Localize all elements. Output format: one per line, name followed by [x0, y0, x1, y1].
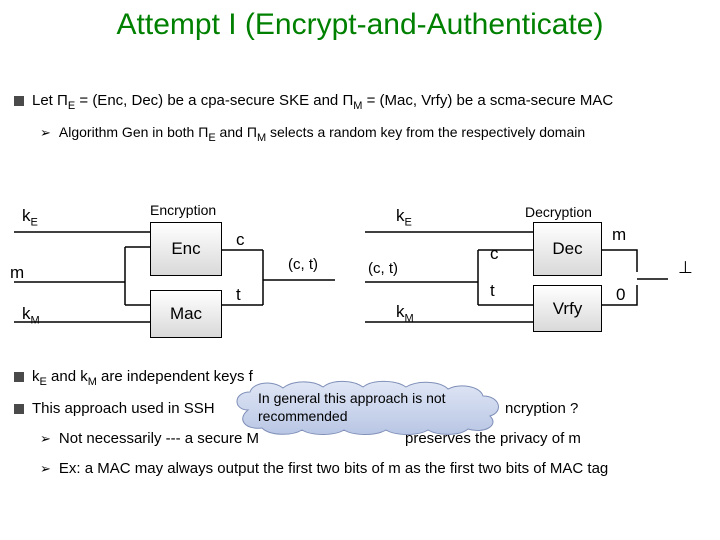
- bullet-ssh-right: ncryption ?: [505, 400, 579, 417]
- bullet-let-pi: Let ΠE = (Enc, Dec) be a cpa-secure SKE …: [14, 92, 613, 112]
- c-right-label: c: [490, 244, 499, 263]
- bullet-square-icon: [14, 372, 24, 382]
- encryption-label: Encryption: [150, 202, 217, 218]
- enc-box: Enc: [150, 222, 222, 276]
- callout-cloud: [236, 380, 499, 435]
- ct-left-label: (c, t): [288, 256, 318, 273]
- bullet-not-necessarily-left: ➢Not necessarily --- a secure M: [40, 430, 259, 447]
- slide-title: Attempt I (Encrypt-and-Authenticate): [116, 8, 604, 41]
- bullet-ssh-left: This approach used in SSH: [14, 400, 215, 417]
- km-right-label: kM: [396, 302, 414, 325]
- bullet-square-icon: [14, 96, 24, 106]
- bullet-independent-keys: kE and kM are independent keys f: [14, 368, 253, 388]
- dec-box: Dec: [533, 222, 602, 276]
- decryption-label: Decryption: [525, 204, 592, 220]
- m-output-label: m: [612, 225, 627, 244]
- vrfy-box: Vrfy: [533, 285, 602, 332]
- mac-box: Mac: [150, 290, 222, 338]
- t-right-label: t: [490, 281, 495, 300]
- m-left-label: m: [10, 263, 25, 282]
- c-left-label: c: [236, 230, 245, 249]
- km-left-label: kM: [22, 304, 40, 327]
- bullet-example: ➢Ex: a MAC may always output the first t…: [40, 460, 609, 477]
- ke-right-label: kE: [396, 206, 412, 229]
- dec-output-line: [600, 249, 638, 272]
- bullet-square-icon: [14, 404, 24, 414]
- arrow-bullet-icon: ➢: [40, 125, 51, 140]
- bottom-symbol: ⊥: [678, 258, 693, 277]
- callout-text: In general this approach is not recommen…: [258, 390, 446, 424]
- bullet-gen: ➢Algorithm Gen in both ΠE and ΠM selects…: [40, 124, 586, 144]
- zero-output-label: 0: [616, 285, 626, 304]
- ct-right-label: (c, t): [368, 260, 398, 277]
- t-left-label: t: [236, 285, 241, 304]
- arrow-bullet-icon: ➢: [40, 461, 51, 476]
- arrow-bullet-icon: ➢: [40, 431, 51, 446]
- vrfy-output-line: [600, 285, 638, 306]
- ke-left-label: kE: [22, 206, 38, 229]
